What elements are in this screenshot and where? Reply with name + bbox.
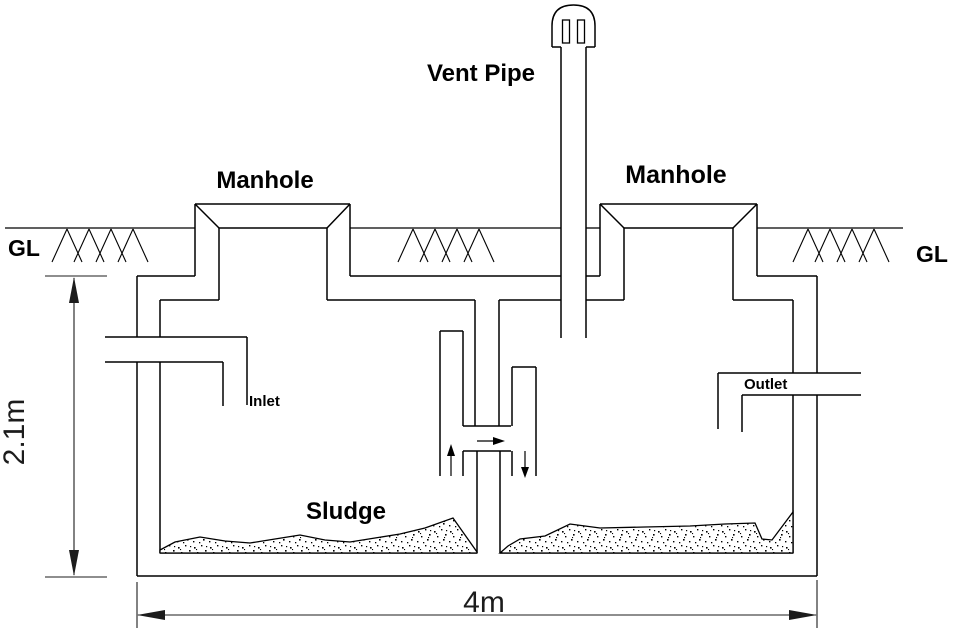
width-arrow-right: [789, 610, 817, 620]
depth-arrow-down: [69, 550, 79, 576]
flow-arrows: [447, 437, 529, 478]
gl-label-left: GL: [8, 235, 40, 261]
ground-hatch-middle: [397, 228, 495, 263]
depth-arrow-up: [69, 277, 79, 303]
depth-dimension: [45, 275, 107, 578]
partition-baffle: [439, 300, 537, 553]
vent-pipe-shape: [551, 4, 596, 338]
right-manhole: [599, 203, 758, 300]
manhole-label-right: Manhole: [625, 161, 726, 189]
outlet-label: Outlet: [744, 376, 787, 393]
width-dimension: [136, 580, 818, 628]
ground-hatch-right: [792, 228, 890, 263]
sludge-right-chamber: [498, 510, 794, 554]
outlet-pipe: [717, 372, 861, 432]
width-dimension-label: 4m: [463, 586, 505, 619]
manhole-label-left: Manhole: [216, 167, 313, 194]
ground-hatch-left: [51, 228, 149, 263]
flow-down-arrow: [521, 451, 529, 478]
sludge-deposits: [159, 510, 794, 554]
sludge-left-chamber: [159, 517, 478, 554]
tank-shell: [136, 275, 818, 577]
width-arrow-left: [137, 610, 165, 620]
flow-right-arrow: [477, 437, 505, 445]
inlet-label: Inlet: [249, 393, 280, 410]
sludge-label: Sludge: [306, 498, 386, 525]
vent-cowl: [551, 4, 596, 48]
vent-cowl-slot-left: [561, 19, 571, 44]
vent-pipe-label: Vent Pipe: [427, 60, 535, 87]
vent-cowl-slot-right: [576, 19, 586, 44]
inlet-pipe: [105, 336, 248, 406]
gl-label-right: GL: [916, 241, 948, 267]
depth-dimension-label: 2.1m: [0, 399, 31, 466]
flow-up-arrow: [447, 444, 455, 476]
left-manhole: [194, 203, 351, 300]
